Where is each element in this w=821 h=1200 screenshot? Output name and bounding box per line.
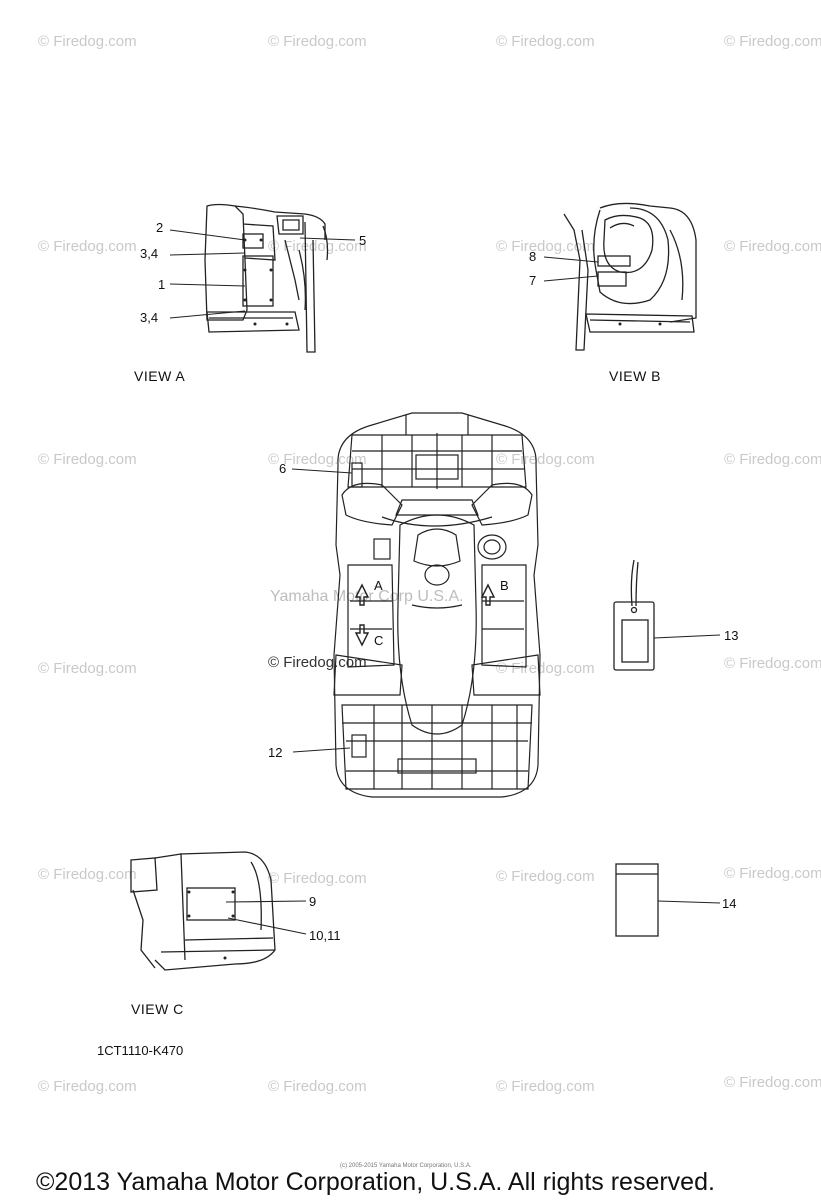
watermark: © Firedog.com bbox=[268, 238, 367, 255]
view-b-illustration bbox=[563, 202, 697, 351]
arrow-c-shape bbox=[354, 624, 370, 647]
watermark: © Firedog.com bbox=[268, 33, 367, 50]
watermark: © Firedog.com bbox=[496, 868, 595, 885]
footer-copyright: ©2013 Yamaha Motor Corporation, U.S.A. A… bbox=[36, 1168, 715, 1196]
watermark: © Firedog.com bbox=[496, 451, 595, 468]
tiny-copyright: (c) 2005-2015 Yamaha Motor Corporation, … bbox=[340, 1163, 472, 1169]
watermark: © Firedog.com bbox=[496, 33, 595, 50]
callout-7: 7 bbox=[529, 273, 537, 288]
watermark: © Firedog.com bbox=[38, 660, 137, 677]
callout-8: 8 bbox=[529, 249, 537, 264]
atv-top-view-illustration bbox=[333, 412, 541, 798]
arrow-b-shape bbox=[480, 583, 496, 606]
arrow-a-shape bbox=[354, 583, 370, 606]
inline-watermark: © Firedog.com bbox=[268, 654, 367, 671]
view-c-label: VIEW C bbox=[131, 1001, 184, 1017]
watermark: © Firedog.com bbox=[268, 451, 367, 468]
part-code: 1CT1110-K470 bbox=[97, 1043, 184, 1058]
view-c-illustration bbox=[130, 851, 276, 971]
hang-tag-illustration bbox=[613, 560, 655, 671]
callout-2: 2 bbox=[156, 220, 164, 235]
callout-12: 12 bbox=[268, 745, 283, 760]
bag-illustration bbox=[615, 863, 659, 937]
watermark: © Firedog.com bbox=[268, 1078, 367, 1095]
callout-5: 5 bbox=[359, 233, 367, 248]
watermark: © Firedog.com bbox=[38, 866, 137, 883]
arrow-c-label: C bbox=[374, 633, 384, 648]
callout-3-4-bottom: 3,4 bbox=[140, 310, 159, 325]
view-a-illustration bbox=[204, 203, 329, 353]
callout-14: 14 bbox=[722, 896, 737, 911]
view-a-label: VIEW A bbox=[134, 368, 186, 384]
watermark: © Firedog.com bbox=[724, 451, 821, 468]
watermark: © Firedog.com bbox=[496, 660, 595, 677]
watermark: © Firedog.com bbox=[38, 451, 137, 468]
callout-13: 13 bbox=[724, 628, 739, 643]
view-b-label: VIEW B bbox=[609, 368, 662, 384]
watermark: © Firedog.com bbox=[724, 1074, 821, 1091]
watermark: © Firedog.com bbox=[724, 865, 821, 882]
callout-6: 6 bbox=[279, 461, 287, 476]
callout-10-11: 10,11 bbox=[309, 928, 341, 943]
callout-3-4-top: 3,4 bbox=[140, 246, 159, 261]
watermark: © Firedog.com bbox=[724, 238, 821, 255]
watermark: © Firedog.com bbox=[724, 33, 821, 50]
watermark: © Firedog.com bbox=[724, 655, 821, 672]
watermark: © Firedog.com bbox=[38, 238, 137, 255]
callout-9: 9 bbox=[309, 894, 317, 909]
callout-1: 1 bbox=[158, 277, 166, 292]
watermark: © Firedog.com bbox=[38, 33, 137, 50]
arrow-b-label: B bbox=[500, 578, 509, 593]
watermark: © Firedog.com bbox=[268, 870, 367, 887]
watermark: © Firedog.com bbox=[496, 1078, 595, 1095]
watermark: © Firedog.com bbox=[38, 1078, 137, 1095]
watermark: © Firedog.com bbox=[496, 238, 595, 255]
arrow-a-label: A bbox=[374, 578, 383, 593]
